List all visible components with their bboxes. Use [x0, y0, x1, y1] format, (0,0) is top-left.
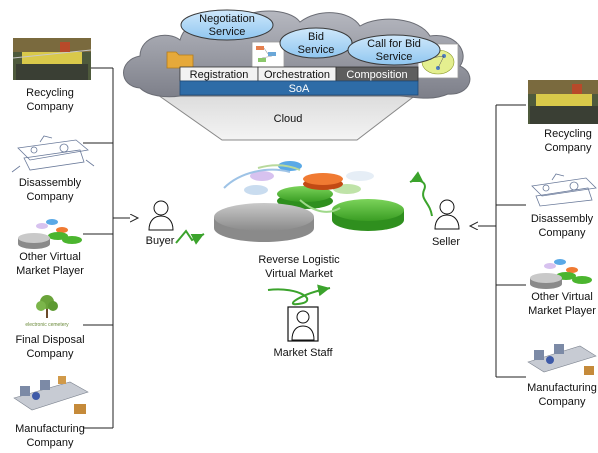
- bid-service-line2: Service: [298, 44, 335, 56]
- seller-label: Seller: [432, 236, 460, 248]
- left-recycling-line1: Recycling: [26, 87, 74, 99]
- left-final-disposal-line2: Company: [26, 348, 74, 360]
- bid-service-bubble: Bid Service: [279, 27, 353, 59]
- right-disassembly-line1: Disassembly: [531, 213, 594, 225]
- left-recycling-line2: Company: [26, 101, 74, 113]
- buyer-to-market-arrow: [175, 229, 205, 245]
- left-market-player-line1: Other Virtual: [19, 251, 81, 263]
- left-final-disposal-line1: Final Disposal: [15, 334, 84, 346]
- left-disassembly-line2: Company: [26, 191, 74, 203]
- negotiation-service-line2: Service: [209, 26, 246, 38]
- tree-logo-icon: electronic cemetery: [25, 295, 69, 328]
- left-manufacturing-line2: Company: [26, 437, 74, 449]
- bid-service-line1: Bid: [308, 31, 324, 43]
- orchestration-label: Orchestration: [264, 69, 330, 81]
- buyer-label: Buyer: [146, 235, 175, 247]
- right-market-player-line1: Other Virtual: [531, 291, 593, 303]
- left-recycling-photo: [12, 38, 92, 80]
- registration-label: Registration: [190, 69, 249, 81]
- seller-figure: Seller: [432, 199, 460, 248]
- virtual-market-graphic: Reverse Logistic Virtual Market: [214, 161, 404, 280]
- right-recycling-photo: [528, 80, 598, 124]
- left-manufacturing-line1: Manufacturing: [15, 423, 85, 435]
- right-disassembly-sketch: [531, 173, 597, 207]
- left-market-player-line2: Market Player: [16, 265, 84, 277]
- market-to-seller-arrow: [409, 171, 433, 217]
- market-title-line2: Virtual Market: [265, 268, 333, 280]
- left-market-player-graphic: [18, 219, 82, 249]
- call-for-bid-line2: Service: [376, 51, 413, 63]
- soa-label: SoA: [289, 83, 310, 95]
- left-disassembly-sketch: [11, 135, 95, 173]
- right-market-player-graphic: [530, 259, 592, 289]
- call-for-bid-service-bubble: Call for Bid Service: [347, 34, 441, 66]
- soa-cell: [179, 80, 419, 96]
- right-recycling-line2: Company: [544, 142, 592, 154]
- market-staff-label: Market Staff: [273, 347, 333, 359]
- market-staff-figure: Market Staff: [273, 306, 333, 359]
- call-for-bid-line1: Call for Bid: [367, 38, 421, 50]
- workflow-document-icon: [251, 41, 285, 69]
- right-manufacturing-line2: Company: [538, 396, 586, 408]
- left-connector: [83, 67, 138, 429]
- right-manufacturing-illustration: [527, 344, 597, 375]
- negotiation-service-bubble: Negotiation Service: [180, 9, 274, 41]
- right-recycling-line1: Recycling: [544, 128, 592, 140]
- left-disassembly-line1: Disassembly: [19, 177, 82, 189]
- folder-icon: [166, 51, 194, 69]
- right-disassembly-line2: Company: [538, 227, 586, 239]
- negotiation-service-line1: Negotiation: [199, 13, 255, 25]
- soa-platform-bar: Registration Orchestration Composition S…: [179, 66, 419, 96]
- cloud-label: Cloud: [274, 113, 303, 125]
- right-connector: [470, 104, 526, 378]
- buyer-figure: Buyer: [145, 195, 177, 247]
- staff-to-market-arrow: [267, 284, 331, 306]
- left-manufacturing-illustration: [13, 376, 89, 414]
- composition-label: Composition: [346, 69, 407, 81]
- right-manufacturing-line1: Manufacturing: [527, 382, 597, 394]
- market-title-line1: Reverse Logistic: [258, 254, 340, 266]
- electronic-cemetery-logo-text: electronic cemetery: [25, 322, 69, 328]
- right-market-player-line2: Market Player: [528, 305, 596, 317]
